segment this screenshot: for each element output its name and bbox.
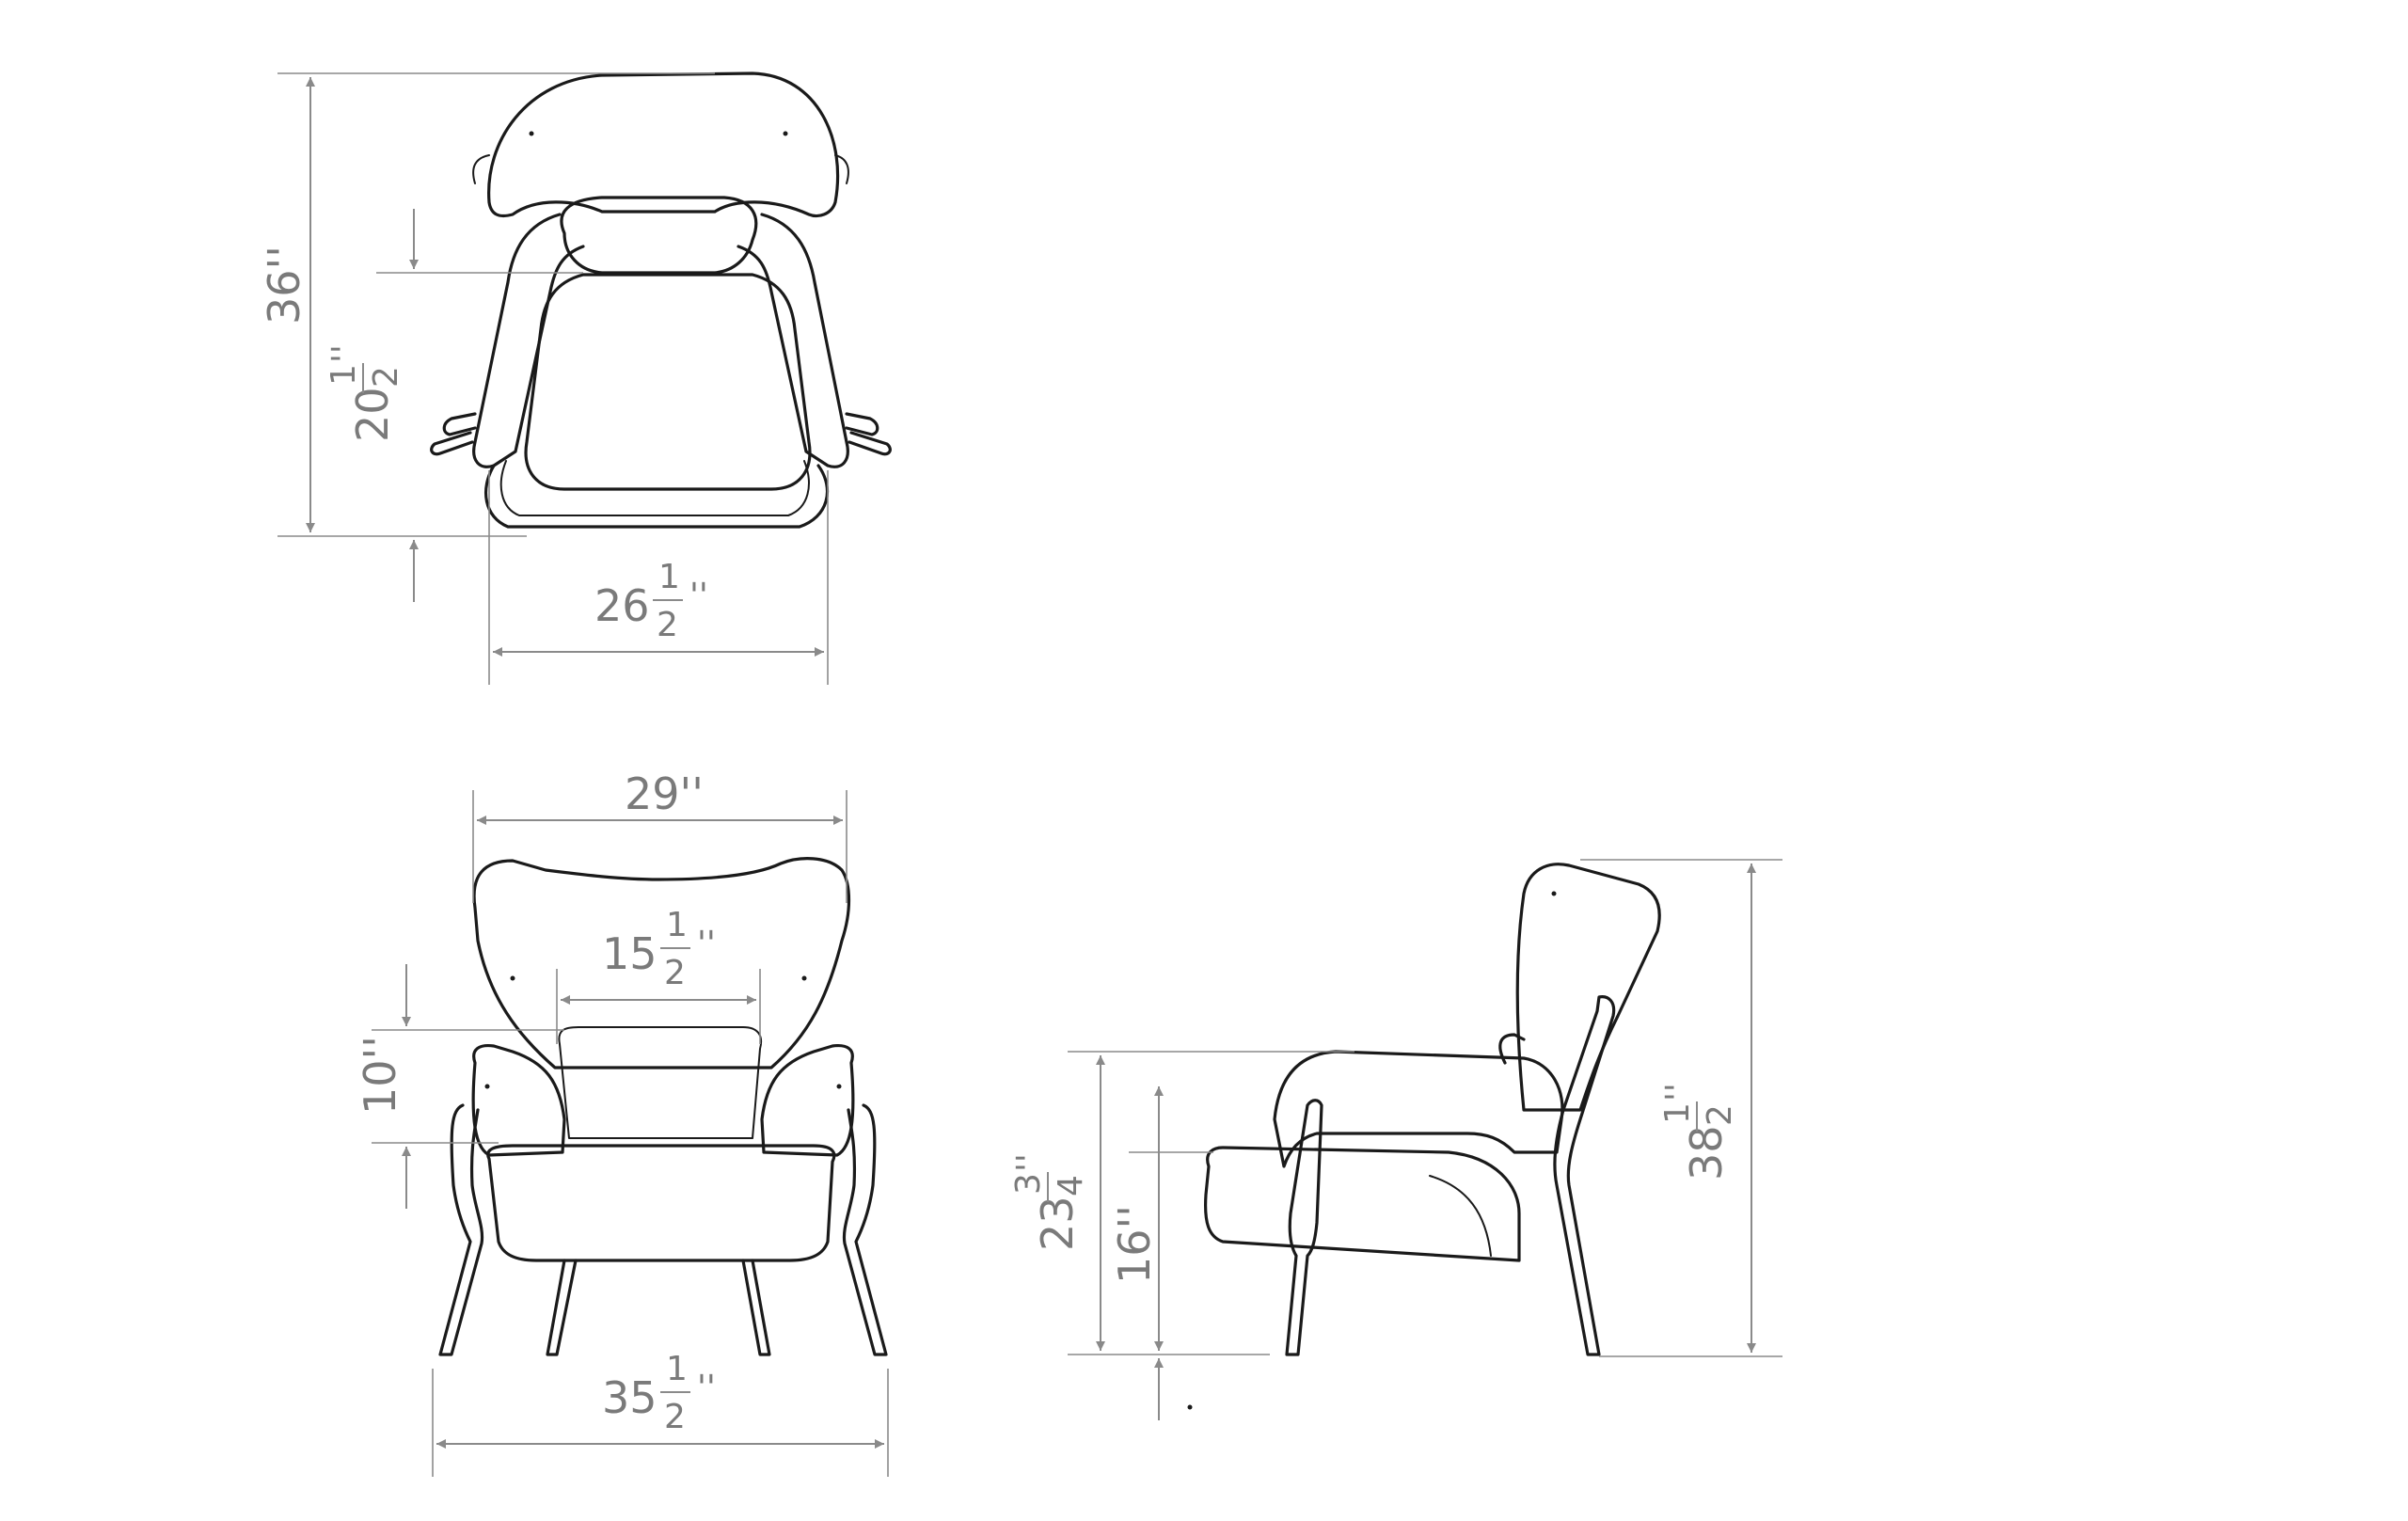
side-view-chair-outline (1187, 863, 1661, 1410)
top-view-chair-outline (430, 71, 892, 529)
front-view-inner-width-label: 15 1 2 '' (602, 906, 716, 992)
svg-text:38: 38 (1681, 1125, 1732, 1180)
front-view-chair-outline (438, 857, 888, 1356)
svg-text:2: 2 (657, 606, 678, 644)
svg-text:1: 1 (325, 364, 363, 386)
side-view: 23 3 4 '' 16'' 38 1 2 '' (1009, 859, 1782, 1420)
top-view-depth-dimension: 36'' (259, 72, 715, 537)
svg-text:'': '' (697, 925, 716, 963)
front-view-overall-width-dimension: 35 1 2 '' (432, 1350, 889, 1477)
svg-text:'': '' (1659, 1083, 1698, 1101)
side-view-arm-height-label: 23 3 4 '' (1009, 1153, 1090, 1251)
svg-text:26: 26 (594, 580, 650, 631)
svg-text:23: 23 (1032, 1196, 1083, 1251)
side-view-overall-height-label: 38 1 2 '' (1658, 1083, 1739, 1180)
svg-text:1: 1 (1658, 1102, 1697, 1124)
svg-text:15: 15 (602, 928, 657, 979)
front-view: 29'' 15 1 2 '' 10'' (355, 768, 889, 1477)
front-view-inner-width-dimension: 15 1 2 '' (556, 906, 761, 1044)
svg-text:2: 2 (664, 1398, 686, 1436)
svg-text:'': '' (689, 577, 708, 615)
top-view-width-label: 26 1 2 '' (594, 558, 708, 644)
top-view-seat-depth-label: 20 1 2 '' (325, 344, 405, 442)
front-view-back-height-label: 10'' (355, 1036, 405, 1115)
svg-text:4: 4 (1052, 1175, 1090, 1196)
svg-text:1: 1 (666, 1350, 688, 1388)
top-view-depth-label: 36'' (259, 246, 309, 325)
front-view-back-height-dimension: 10'' (355, 964, 564, 1209)
front-view-back-width-label: 29'' (625, 768, 704, 819)
side-view-seat-height-label: 16'' (1109, 1205, 1160, 1284)
top-view: 36'' 20 1 2 '' 26 1 2 (259, 71, 892, 685)
svg-text:2: 2 (367, 366, 405, 388)
svg-text:20: 20 (347, 387, 398, 442)
svg-text:1: 1 (658, 558, 680, 596)
svg-text:3: 3 (1009, 1173, 1048, 1195)
svg-text:1: 1 (666, 906, 688, 944)
front-view-overall-width-label: 35 1 2 '' (602, 1350, 716, 1436)
svg-text:35: 35 (602, 1372, 657, 1423)
side-view-seat-height-dimension: 16'' (1109, 1086, 1213, 1420)
svg-text:2: 2 (664, 954, 686, 992)
top-view-seat-depth-dimension: 20 1 2 '' (325, 209, 583, 602)
top-view-width-dimension: 26 1 2 '' (488, 470, 829, 685)
side-view-overall-height-dimension: 38 1 2 '' (1580, 859, 1782, 1357)
svg-text:'': '' (1010, 1153, 1049, 1172)
front-view-back-width-dimension: 29'' (472, 768, 848, 903)
svg-text:2: 2 (1701, 1104, 1739, 1126)
side-view-arm-height-dimension: 23 3 4 '' (1009, 1051, 1354, 1355)
svg-text:'': '' (325, 344, 364, 363)
svg-text:'': '' (697, 1369, 716, 1407)
